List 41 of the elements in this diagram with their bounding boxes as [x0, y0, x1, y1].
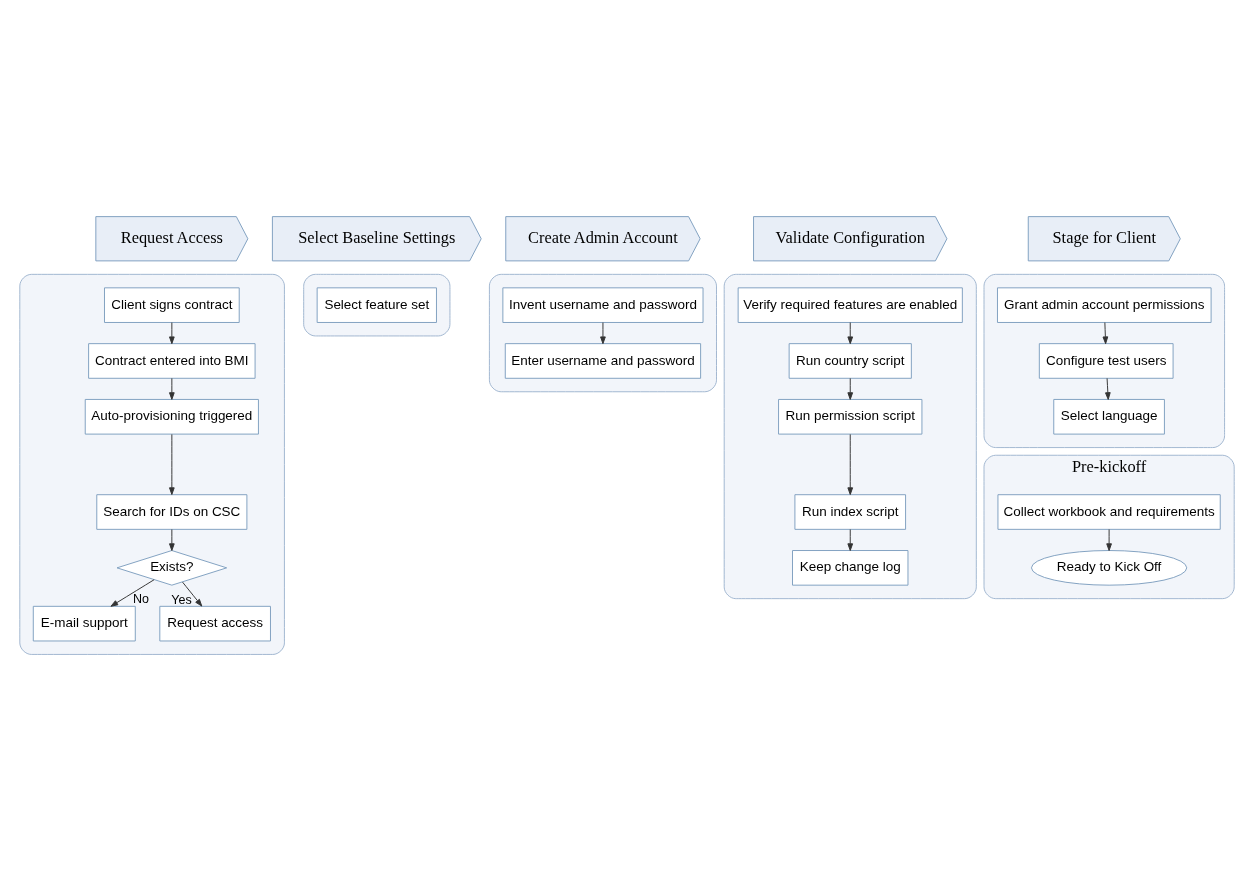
cluster — [723, 273, 977, 600]
node-box: Request access — [159, 605, 271, 642]
arrow — [847, 529, 854, 551]
node-box: Invent username and password — [502, 287, 704, 323]
edge-label: Yes — [171, 592, 192, 607]
cluster — [303, 273, 451, 337]
arrow — [169, 322, 175, 345]
node-box: Search for IDs on CSC — [96, 494, 248, 530]
arrow — [847, 377, 854, 400]
arrow — [1105, 377, 1111, 400]
node-box: Run country script — [788, 343, 912, 379]
arrow — [169, 433, 175, 495]
node-box: Enter username and password — [504, 343, 702, 379]
node-box: Select language — [1053, 398, 1165, 435]
node-box: Auto-provisioning triggered — [84, 398, 259, 435]
arrow — [847, 433, 854, 495]
node-ellipse: Ready to Kick Off — [1030, 550, 1188, 586]
node-diamond: Exists? — [116, 550, 228, 586]
node-box: Verify required features are enabled — [737, 287, 963, 323]
arrow — [169, 529, 175, 551]
node-box: Contract entered into BMI — [88, 343, 256, 379]
edge-label: No — [133, 592, 150, 607]
arrow — [1102, 322, 1109, 345]
arrow — [110, 579, 155, 607]
node-box: Run index script — [794, 494, 907, 530]
node-box: Run permission script — [778, 398, 923, 435]
node-box: Keep change log — [792, 550, 909, 586]
arrow — [600, 322, 606, 345]
arrow — [1106, 529, 1112, 551]
node-box: Grant admin account permissions — [997, 287, 1212, 323]
node-box: Select feature set — [316, 287, 437, 323]
node-box: E-mail support — [32, 605, 136, 642]
cluster — [19, 273, 285, 655]
arrow — [182, 581, 203, 607]
arrow — [169, 377, 175, 400]
node-box: Configure test users — [1038, 343, 1174, 379]
cluster — [983, 273, 1226, 449]
node-box: Client signs contract — [104, 287, 240, 323]
node-box: Collect workbook and requirements — [997, 494, 1221, 530]
arrow — [847, 322, 854, 345]
cluster — [488, 273, 717, 393]
